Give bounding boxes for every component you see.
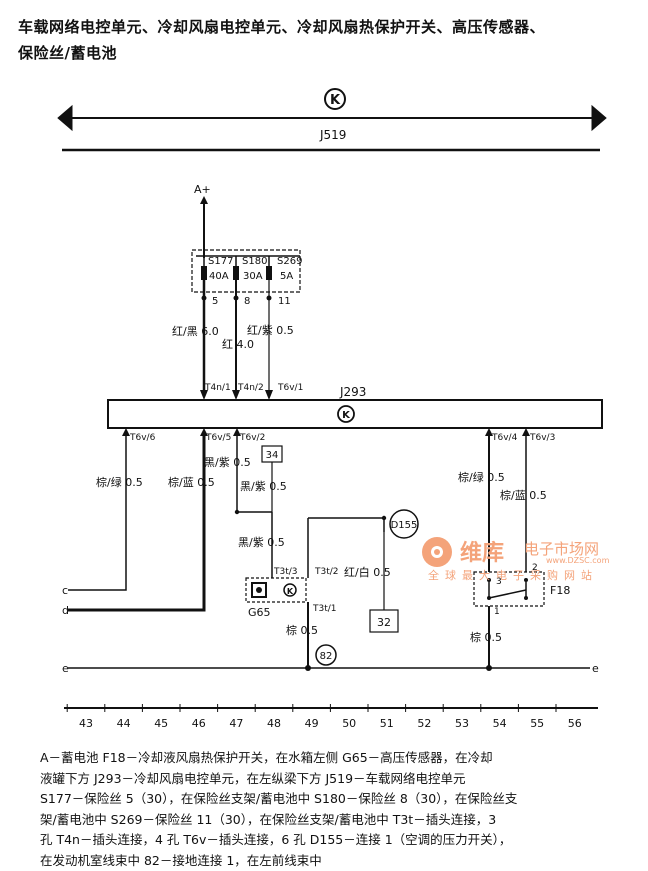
conn-t6v1: T6v/1: [277, 383, 303, 393]
svg-text:S269: S269: [277, 256, 302, 267]
watermark-slogan: 全球最大电子采购网站: [428, 567, 598, 583]
svg-text:S177: S177: [208, 256, 233, 267]
conn-t4n1: T4n/1: [204, 383, 231, 393]
j519-label: J519: [319, 128, 346, 142]
svg-text:82: 82: [320, 651, 333, 662]
ruler-number: 49: [305, 717, 319, 730]
legend: A－蓄电池 F18－冷却液风扇热保护开关，在水箱左侧 G65－高压传感器，在冷却…: [40, 748, 640, 871]
a-plus-arrow: [200, 196, 208, 204]
bus-e-right-label: e: [592, 662, 599, 675]
bus-d-label: d: [62, 604, 69, 617]
j519-k-symbol: K: [325, 89, 345, 109]
fuse-s180: S180 30A: [233, 256, 267, 282]
watermark-logo-icon: [420, 535, 454, 569]
legend-line-2: 液罐下方 J293－冷却风扇电控单元，在左纵梁下方 J519－车载网络电控单元: [40, 769, 640, 790]
watermark: 维库 电子市场网 www.DZSC.com 全球最大电子采购网站: [420, 535, 640, 585]
wire-label-brown-blue-right: 棕/蓝 0.5: [500, 488, 547, 502]
ruler-number: 55: [530, 717, 544, 730]
wire-label-black-purple-3: 黑/紫 0.5: [238, 536, 285, 549]
svg-text:S180: S180: [242, 256, 267, 267]
j293-module: [108, 400, 602, 428]
conn-t6v2: T6v/2: [239, 433, 265, 443]
ruler-number: 44: [117, 717, 131, 730]
wire-label-red: 红 4.0: [222, 338, 254, 351]
wire-brown-blue-left: [68, 436, 204, 610]
conn-t4n2: T4n/2: [237, 383, 264, 393]
wire-label-black-purple-1: 黑/紫 0.5: [204, 456, 251, 469]
legend-line-4: 架/蓄电池中 S269－保险丝 11（30），在保险丝支架/蓄电池中 T3t－插…: [40, 810, 640, 831]
f18-label: F18: [550, 584, 570, 597]
ground-82: 82: [316, 645, 336, 665]
conn-t6v5: T6v/5: [205, 433, 231, 443]
conn-t3t1: T3t/1: [312, 604, 337, 614]
svg-text:5A: 5A: [280, 271, 293, 282]
ruler-number: 51: [380, 717, 394, 730]
fuse-s177: S177 40A: [201, 256, 233, 282]
conn-t6v3: T6v/3: [529, 433, 555, 443]
wire-label-red-black: 红/黑 6.0: [172, 325, 219, 338]
fuse-pin-8: 8: [244, 296, 250, 307]
f18-pin-1: 1: [494, 607, 500, 617]
wire-label-black-purple-2: 黑/紫 0.5: [240, 480, 287, 493]
g65-label: G65: [248, 606, 271, 619]
svg-text:30A: 30A: [243, 271, 263, 282]
fuse-s269: S269 5A: [266, 256, 302, 282]
watermark-url: www.DZSC.com: [546, 556, 609, 565]
wire-label-brown-g65: 棕 0.5: [286, 623, 318, 637]
ruler-number: 46: [192, 717, 206, 730]
legend-line-3: S177－保险丝 5（30），在保险丝支架/蓄电池中 S180－保险丝 8（30…: [40, 789, 640, 810]
fuse-pin-5: 5: [212, 296, 218, 307]
svg-text:D155: D155: [391, 520, 418, 531]
bus-c-label: c: [62, 584, 68, 597]
watermark-brand: 维库: [460, 535, 504, 567]
wire-label-brown-green-left: 棕/绿 0.5: [96, 475, 143, 489]
conn-t6v6: T6v/6: [129, 433, 156, 443]
wire-label-red-purple: 红/紫 0.5: [247, 324, 294, 337]
ruler-number: 48: [267, 717, 281, 730]
ruler-number: 43: [79, 717, 93, 730]
box-32-label: 32: [377, 616, 391, 629]
ruler-number: 56: [568, 717, 582, 730]
wire-brown-green-left: [68, 436, 126, 590]
wire-label-brown-blue-left: 棕/蓝 0.5: [168, 475, 215, 489]
svg-text:40A: 40A: [209, 271, 229, 282]
ruler-number: 47: [229, 717, 243, 730]
ruler-number: 53: [455, 717, 469, 730]
legend-line-1: A－蓄电池 F18－冷却液风扇热保护开关，在水箱左侧 G65－高压传感器，在冷却: [40, 748, 640, 769]
a-plus-label: A+: [194, 183, 211, 196]
j293-label: J293: [339, 385, 366, 399]
conn-t3t2: T3t/2: [314, 567, 339, 577]
wire-label-brown-green-right: 棕/绿 0.5: [458, 470, 505, 484]
ruler-number: 45: [154, 717, 168, 730]
ruler-number: 54: [493, 717, 507, 730]
g65-sensor: [246, 578, 306, 602]
wire-label-red-white: 红/白 0.5: [344, 565, 391, 579]
legend-line-5: 孔 T4n－插头连接，4 孔 T6v－插头连接，6 孔 D155－连接 1（空调…: [40, 830, 640, 851]
box-34-label: 34: [266, 450, 279, 461]
svg-text:K: K: [287, 587, 294, 596]
d155-connector: D155: [390, 510, 418, 538]
conn-t3t3: T3t/3: [273, 567, 298, 577]
conn-t6v4: T6v/4: [491, 433, 518, 443]
bus-e-left-label: e: [62, 662, 69, 675]
ruler-number: 52: [417, 717, 431, 730]
fuse-pin-11: 11: [278, 296, 291, 307]
ruler-number: 50: [342, 717, 356, 730]
svg-text:K: K: [342, 410, 351, 421]
svg-text:K: K: [330, 93, 341, 108]
wire-label-brown-f18: 棕 0.5: [470, 630, 502, 644]
